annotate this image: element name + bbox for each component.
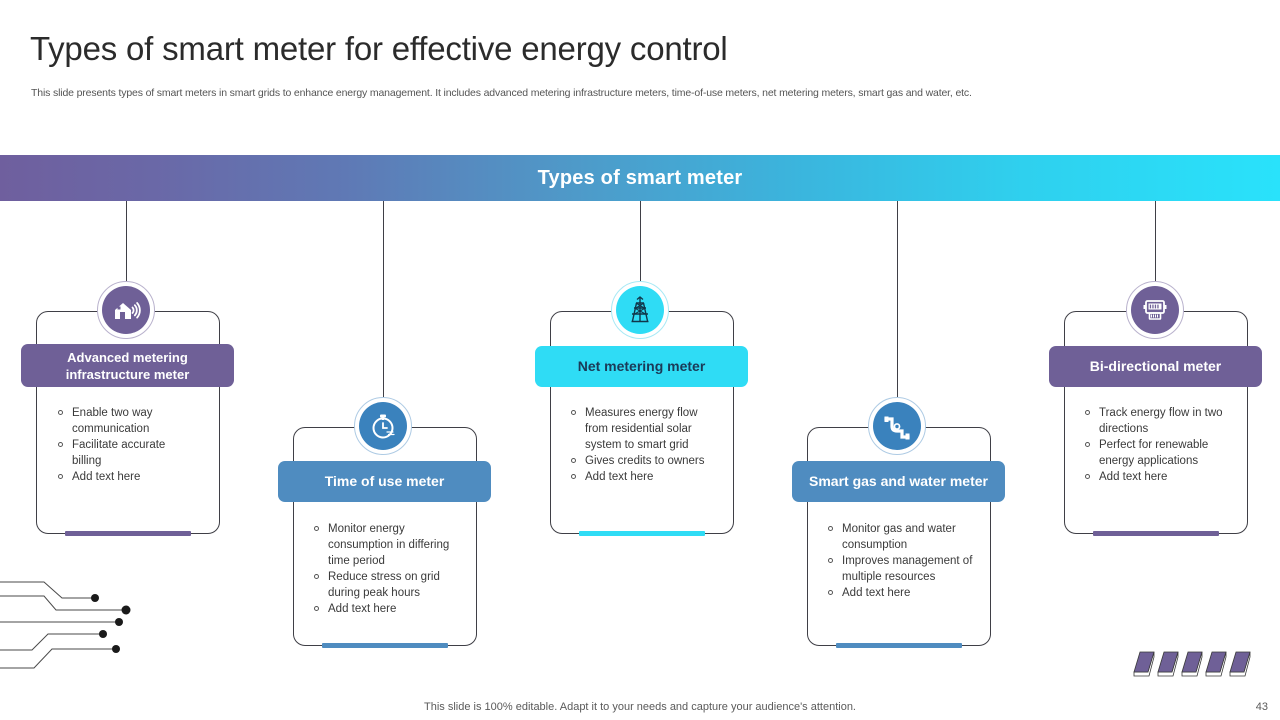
card-badge-label: Smart gas and water meter [809,473,988,489]
card-bullets-smart-gas-and-water-meter: Monitor gas and water consumption Improv… [822,521,977,601]
card-accent-bar [836,643,962,648]
card-badge-bi-directional-meter[interactable]: Bi-directional meter [1049,346,1262,387]
icon-circle-smart-gas-and-water-meter [868,397,926,455]
page-number: 43 [1255,701,1268,713]
list-item: Gives credits to owners [571,453,720,469]
card-badge-smart-gas-and-water-meter[interactable]: Smart gas and water meter [792,461,1005,502]
decorative-blocks [1128,648,1252,683]
card-accent-bar [322,643,448,648]
connector-line-5 [1155,201,1156,281]
banner-title: Types of smart meter [537,166,743,189]
card-badge-advanced-metering-infrastructure-meter[interactable]: Advanced metering infrastructure meter [21,344,234,387]
list-item: Perfect for renewable energy application… [1085,437,1234,469]
card-bullets-net-metering-meter: Measures energy flow from residential so… [565,405,720,485]
banner: Types of smart meter [0,155,1280,201]
list-item: Reduce stress on grid during peak hours [314,569,463,601]
card-accent-bar [579,531,705,536]
transmission-tower-icon [631,296,649,323]
connector-line-2 [383,201,384,397]
footer-note: This slide is 100% editable. Adapt it to… [424,701,856,713]
connector-line-1 [126,201,127,281]
list-item: Facilitate accurate billing [58,437,192,469]
pipe-valve-icon [884,416,910,440]
list-item: Add text here [1085,469,1234,485]
list-item: Track energy flow in two directions [1085,405,1234,437]
icon-circle-bi-directional-meter [1126,281,1184,339]
page-subtitle: This slide presents types of smart meter… [31,87,972,99]
electric-meter-icon [1143,300,1167,320]
stopwatch-clock-icon [372,414,395,439]
list-item: Add text here [58,469,192,485]
card-badge-label: Net metering meter [577,358,706,374]
connector-line-3 [640,201,641,281]
icon-circle-advanced-metering-infrastructure-meter [97,281,155,339]
list-item: Improves management of multiple resource… [828,553,977,585]
card-badge-net-metering-meter[interactable]: Net metering meter [535,346,748,387]
connector-line-4 [897,201,898,397]
list-item: Add text here [314,601,463,617]
card-accent-bar [1093,531,1219,536]
card-bullets-advanced-metering-infrastructure-meter: Enable two way communication Facilitate … [52,405,192,485]
list-item: Add text here [828,585,977,601]
card-bullets-bi-directional-meter: Track energy flow in two directions Perf… [1079,405,1234,485]
list-item: Monitor gas and water consumption [828,521,977,553]
list-item: Measures energy flow from residential so… [571,405,720,453]
card-bullets-time-of-use-meter: Monitor energy consumption in differing … [308,521,463,617]
card-badge-time-of-use-meter[interactable]: Time of use meter [278,461,491,502]
card-badge-label: Bi-directional meter [1089,358,1222,374]
icon-circle-net-metering-meter [611,281,669,339]
page-title: Types of smart meter for effective energ… [30,30,728,67]
list-item: Add text here [571,469,720,485]
icon-circle-time-of-use-meter [354,397,412,455]
card-badge-label: Time of use meter [324,473,445,489]
circuit-decoration [0,560,160,675]
list-item: Monitor energy consumption in differing … [314,521,463,569]
card-accent-bar [65,531,191,536]
list-item: Enable two way communication [58,405,192,437]
smart-home-wifi-icon [115,302,141,319]
card-badge-label: Advanced metering infrastructure meter [65,349,190,382]
